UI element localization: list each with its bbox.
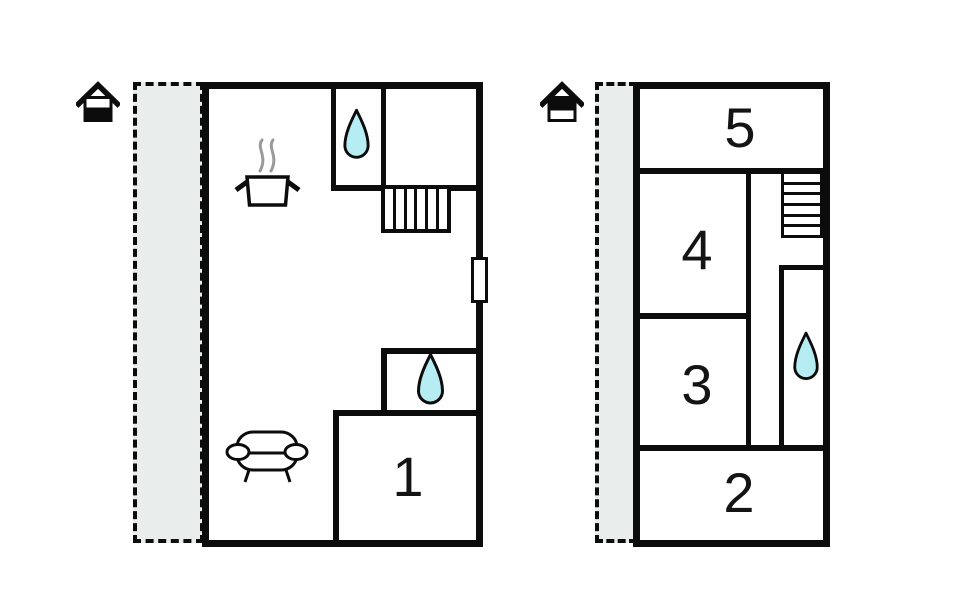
wall-room4-room3 [640,313,746,319]
wall-room1-left [333,410,339,540]
wall-bathroom-top-right [381,89,386,188]
stairs-icon [381,185,451,233]
window-icon [471,257,488,303]
cooking-pot-icon [234,138,301,207]
sofa-icon [225,430,309,483]
room-label-4: 4 [681,218,713,281]
wall-room1-top [333,410,476,416]
wall-room2-top [640,445,823,451]
room-label-2: 2 [723,461,755,524]
room-label-5: 5 [724,96,756,159]
house-ground-floor-icon [76,81,120,122]
wall-bathroom-top [779,265,823,270]
wall-bathroom-left [779,265,784,450]
stairs-icon [781,174,823,238]
wall-bathroom-bottom-left [381,348,387,415]
water-drop-icon [343,108,370,159]
wall-bathroom-bottom-top [381,348,476,354]
building-outline-ground [202,82,483,547]
wall-hallway [746,168,751,450]
wall-bathroom-top-left [331,89,336,188]
water-drop-icon [417,353,444,405]
wall-room5-bottom [640,168,823,174]
room-label-3: 3 [681,353,713,416]
terrace-upper-floor [595,82,637,543]
water-drop-icon [793,331,819,380]
room-label-1: 1 [392,445,424,508]
house-upper-floor-icon [540,81,584,122]
